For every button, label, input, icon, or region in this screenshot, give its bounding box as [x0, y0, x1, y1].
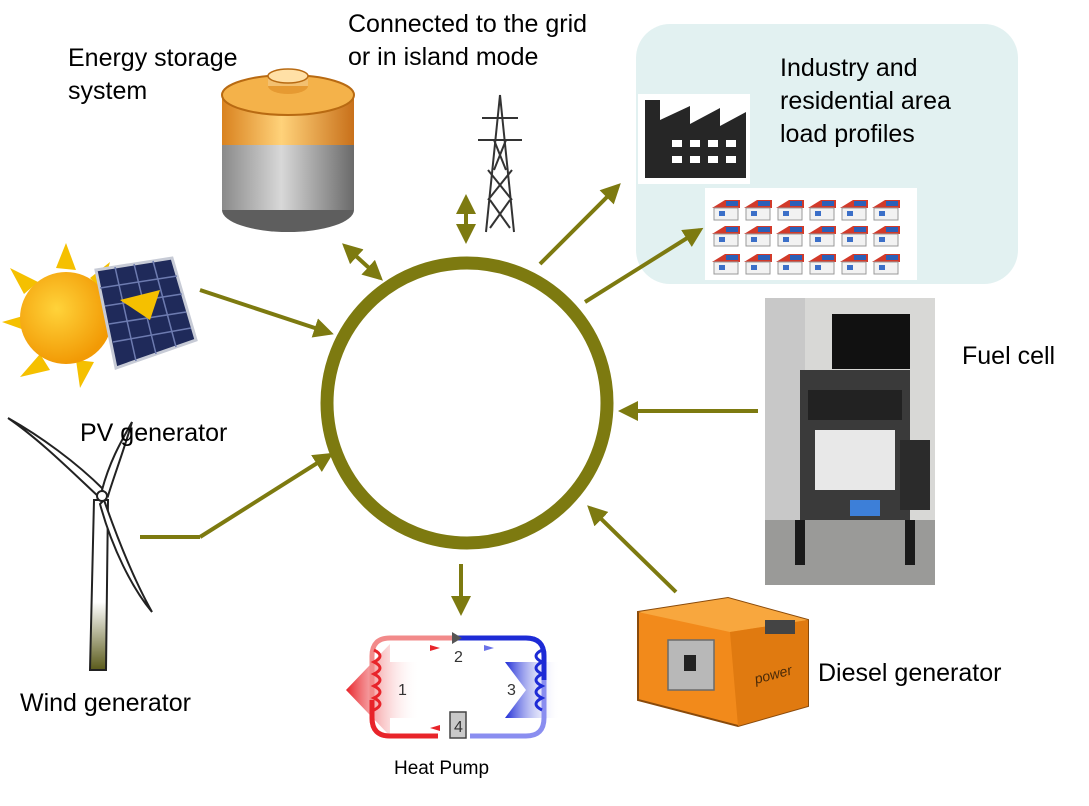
label-pv-generator: PV generator: [80, 419, 228, 447]
heat-pump-step-3: 3: [507, 682, 516, 699]
heat-pump-steps: 1 2 3 4: [398, 649, 516, 736]
arrow-bus-to-industry: [538, 183, 621, 266]
label-heat-pump: Heat Pump: [394, 758, 490, 779]
house-icon: [776, 254, 804, 275]
factory-icon: [638, 94, 750, 184]
label-grid: Connected to the grid or in island mode: [348, 10, 588, 71]
label-wind-generator: Wind generator: [20, 689, 191, 717]
house-icon: [776, 226, 804, 247]
house-icon: [872, 226, 900, 247]
house-icon: [744, 254, 772, 275]
diesel-generator-icon: [637, 596, 809, 728]
arrow-pv-to-bus: [199, 288, 334, 338]
solar-panel-icon: [94, 256, 198, 370]
house-rows: [712, 200, 900, 275]
arrow-wind-to-bus-2: [198, 452, 334, 539]
house-icon: [712, 254, 740, 275]
house-icon: [776, 200, 804, 221]
house-icon: [840, 200, 868, 221]
battery-icon: [221, 68, 355, 232]
heat-pump-step-1: 1: [398, 682, 407, 699]
heat-pump-diagram: [346, 632, 560, 739]
house-icon: [872, 200, 900, 221]
label-fuel-cell: Fuel cell: [962, 342, 1056, 370]
house-icon: [808, 254, 836, 275]
arrow-diesel-to-bus: [587, 505, 678, 594]
house-icon: [808, 226, 836, 247]
label-energy-storage: Energy storage system: [68, 44, 238, 105]
house-icon: [840, 254, 868, 275]
arrow-bus-to-residential: [583, 227, 704, 304]
house-icon: [712, 226, 740, 247]
wind-turbine-icon: [7, 417, 153, 671]
house-icon: [808, 200, 836, 221]
bus-ring: [320, 256, 614, 550]
house-icon: [744, 226, 772, 247]
label-industry: Industry and residential area load profi…: [780, 54, 951, 148]
house-icon: [744, 200, 772, 221]
heat-pump-step-2: 2: [454, 649, 463, 666]
house-icon: [840, 226, 868, 247]
house-icon: [872, 254, 900, 275]
heat-pump-step-4: 4: [454, 719, 463, 736]
arrow-storage-bus: [342, 243, 383, 281]
transmission-tower-icon: [478, 94, 522, 233]
house-icon: [712, 200, 740, 221]
flow-arrows: [140, 183, 758, 616]
fuel-cell-photo: [765, 298, 935, 585]
label-diesel-generator: Diesel generator: [818, 659, 1002, 687]
